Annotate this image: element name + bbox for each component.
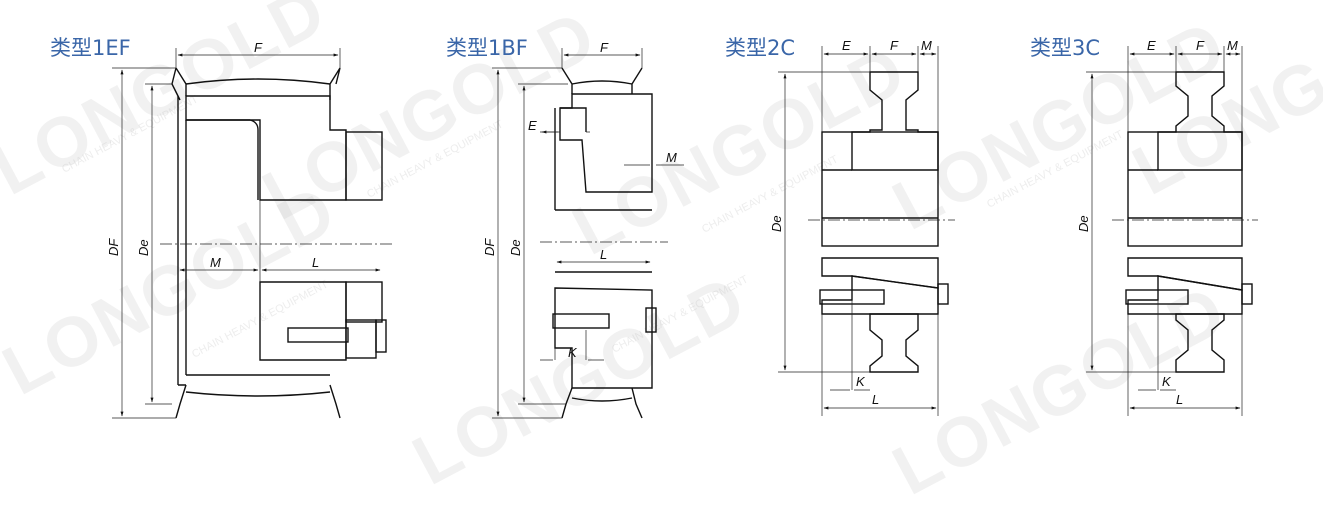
label-De: De (508, 239, 523, 256)
bolt-head (375, 319, 387, 353)
hub-section-lower (259, 281, 347, 361)
label-L: L (600, 247, 607, 262)
bolt-head (645, 307, 657, 333)
sprocket-tooth-bottom (561, 387, 643, 419)
label-K: K (856, 374, 866, 389)
hub-boss-lower (345, 281, 383, 323)
diagram-1ef (112, 48, 392, 419)
diagram-title-2c: 类型2C (725, 36, 796, 60)
diagram-3c (1086, 46, 1258, 416)
label-De: De (136, 239, 151, 256)
bolt-head-plate (345, 319, 377, 359)
bolt-head (1241, 283, 1253, 305)
label-M: M (210, 255, 221, 270)
label-E: E (1147, 38, 1156, 53)
hub-section-upper (185, 95, 347, 201)
taper-bolt (1125, 289, 1189, 305)
label-M: M (921, 38, 932, 53)
technical-drawings: F DF De M L (106, 38, 1258, 419)
taper-bolt (287, 327, 349, 343)
label-De: De (769, 215, 784, 232)
label-F: F (600, 40, 609, 55)
sprocket-tooth-top-right (329, 67, 341, 100)
diagram-title-3c: 类型3C (1030, 36, 1101, 60)
label-DF: DF (482, 238, 497, 256)
hub-section-lower (821, 257, 939, 289)
bolt-head (937, 283, 949, 305)
label-M: M (1227, 38, 1238, 53)
sprocket-tooth-top-left (171, 67, 187, 101)
label-L: L (1176, 392, 1183, 407)
label-L: L (312, 255, 319, 270)
taper-bolt (552, 313, 610, 329)
hub-body (821, 131, 939, 247)
label-F: F (890, 38, 899, 53)
diagram-title-1ef: 类型1EF (50, 36, 131, 60)
label-K: K (1162, 374, 1172, 389)
hub-boss-upper (345, 131, 383, 201)
label-E: E (528, 118, 537, 133)
diagram-title-1bf: 类型1BF (446, 36, 528, 60)
hub-body (1127, 131, 1243, 247)
label-DF: DF (106, 238, 121, 256)
label-E: E (842, 38, 851, 53)
label-L: L (872, 392, 879, 407)
sprocket-rim-upper (851, 71, 939, 171)
diagram-2c (778, 46, 955, 416)
label-F: F (254, 40, 263, 55)
label-M: M (666, 150, 677, 165)
sprocket-tooth-bottom (175, 384, 341, 419)
label-De: De (1076, 215, 1091, 232)
sprocket-rim-lower (869, 313, 919, 373)
sprocket-rim-upper (1157, 71, 1243, 171)
label-F: F (1196, 38, 1205, 53)
hub-section-lower (1127, 257, 1243, 291)
label-K: K (568, 345, 578, 360)
sprocket-rim-lower (1175, 313, 1225, 373)
hub-section-lower (554, 287, 653, 389)
diagram-1bf (492, 48, 684, 419)
